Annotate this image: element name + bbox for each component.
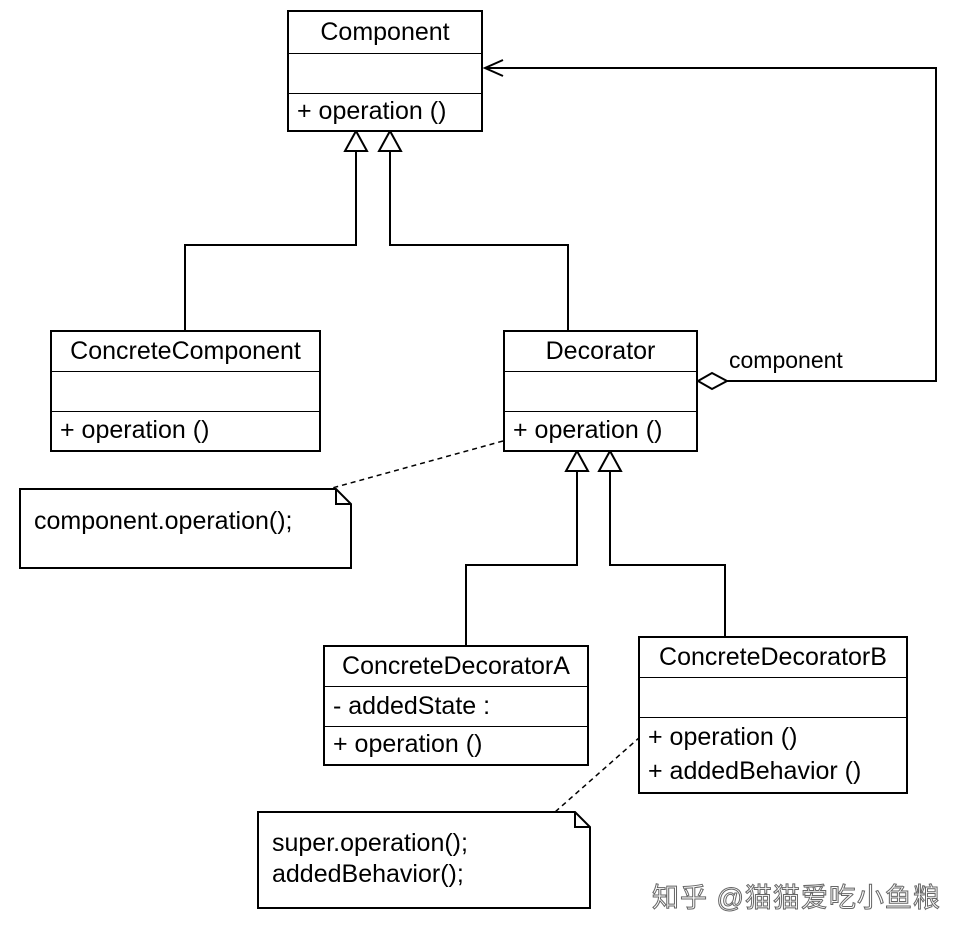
class-name: ConcreteComponent	[52, 332, 319, 372]
aggregation-line	[485, 67, 937, 382]
class-name: Component	[289, 12, 481, 54]
association-role-label: component	[729, 347, 843, 373]
class-operation: + operation ()	[648, 723, 798, 751]
class-name: ConcreteDecoratorB	[640, 638, 906, 678]
inheritance-line-concrete-decorator-b	[609, 470, 726, 636]
class-operation: + operation ()	[297, 97, 447, 125]
class-attributes	[52, 372, 319, 412]
note-text-decorator-b-line1: super.operation();	[272, 829, 468, 857]
class-operation: + operation ()	[513, 416, 663, 444]
class-attributes	[640, 678, 906, 718]
note-shape-decorator-b	[257, 811, 591, 909]
note-link-decorator-b	[554, 736, 641, 813]
note-fold-decorator-b	[574, 812, 590, 828]
class-operation: + operation ()	[60, 416, 210, 444]
class-name: ConcreteDecoratorA	[325, 647, 587, 687]
class-attributes	[505, 372, 696, 412]
class-decorator: Decorator + operation ()	[503, 330, 698, 452]
note-text-decorator: component.operation();	[34, 507, 293, 535]
class-concrete-decorator-b: ConcreteDecoratorB + operation () + adde…	[638, 636, 908, 794]
inheritance-arrow-concrete-decorator-b	[597, 448, 623, 472]
inheritance-line-decorator	[389, 150, 569, 330]
inheritance-arrow-concrete-component	[343, 128, 369, 152]
class-operation: + addedBehavior ()	[648, 757, 862, 785]
class-operation: + operation ()	[333, 730, 483, 758]
class-attributes: - addedState :	[325, 687, 587, 727]
class-concrete-decorator-a: ConcreteDecoratorA - addedState : + oper…	[323, 645, 589, 766]
note-link-decorator	[324, 440, 504, 491]
class-attributes	[289, 54, 481, 94]
inheritance-line-concrete-component	[184, 150, 357, 330]
note-fold-decorator	[335, 489, 351, 505]
aggregation-diamond	[695, 371, 730, 391]
inheritance-arrow-concrete-decorator-a	[564, 448, 590, 472]
aggregation-arrowhead	[482, 59, 504, 77]
note-shape-decorator	[19, 488, 352, 569]
inheritance-line-concrete-decorator-a	[465, 470, 578, 645]
class-concrete-component: ConcreteComponent + operation ()	[50, 330, 321, 452]
class-component: Component + operation ()	[287, 10, 483, 132]
inheritance-arrow-decorator	[377, 128, 403, 152]
note-text-decorator-b-line2: addedBehavior();	[272, 860, 464, 888]
watermark: 知乎 @猫猫爱吃小鱼粮	[652, 883, 941, 914]
class-operations: + operation () + addedBehavior ()	[640, 718, 906, 792]
class-name: Decorator	[505, 332, 696, 372]
